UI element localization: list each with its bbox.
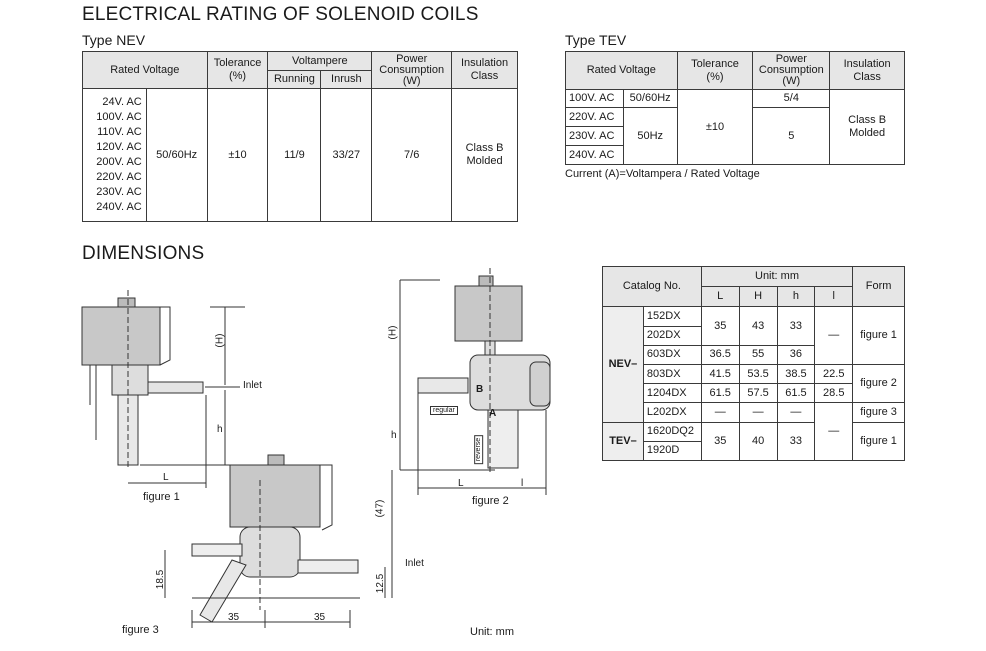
dim-header-h: h xyxy=(776,286,816,308)
dimensions-title: DIMENSIONS xyxy=(82,243,205,264)
dim-h: 36 xyxy=(776,344,816,365)
dim-H: 40 xyxy=(738,421,778,462)
tev-power: 5 xyxy=(752,107,831,165)
nev-frequency: 50/60Hz xyxy=(145,88,208,222)
figure3-dim-12-5: 12.5 xyxy=(375,573,387,594)
nev-voltage: 240V. AC xyxy=(96,201,142,213)
tev-current-note: Current (A)=Voltampera / Rated Voltage xyxy=(565,168,760,180)
nev-title: Type NEV xyxy=(82,32,146,48)
tev-voltage: 100V. AC xyxy=(565,89,624,108)
dim-L: 36.5 xyxy=(700,344,740,365)
nev-header-power: Power Consumption (W) xyxy=(371,51,453,89)
figure1-H-label: (H) xyxy=(214,333,226,348)
nev-tolerance: ±10 xyxy=(206,88,269,222)
dim-catalog: 152DX xyxy=(642,306,702,327)
dim-catalog: 603DX xyxy=(642,344,702,365)
dim-h: 33 xyxy=(776,421,816,462)
dim-L: 35 xyxy=(700,306,740,346)
dim-form: figure 1 xyxy=(852,421,905,462)
dim-form: figure 3 xyxy=(852,402,905,423)
figure3-dim-18-5: 18.5 xyxy=(155,569,167,590)
figure3-caption: figure 3 xyxy=(122,624,159,636)
figure3-dim-35-right: 35 xyxy=(314,612,326,623)
dim-header-L: L xyxy=(700,286,740,308)
nev-voltage: 120V. AC xyxy=(96,141,142,153)
dim-L: 61.5 xyxy=(700,383,740,404)
main-title: ELECTRICAL RATING OF SOLENOID COILS xyxy=(82,4,479,25)
tev-power: 5/4 xyxy=(752,89,831,108)
drawings-unit-note: Unit: mm xyxy=(470,626,514,638)
dim-catalog: 202DX xyxy=(642,325,702,346)
nev-voltage: 220V. AC xyxy=(96,171,142,183)
dim-catalog: 1620DQ2 xyxy=(642,421,702,442)
figure2-reverse-arrow: reverse xyxy=(474,434,484,465)
dim-header-catalog: Catalog No. xyxy=(602,265,702,308)
nev-running: 11/9 xyxy=(267,88,322,222)
tev-frequency: 50Hz xyxy=(622,107,678,165)
figure3-drawing xyxy=(164,454,393,628)
dim-header-l: l xyxy=(814,286,854,308)
dim-form: figure 1 xyxy=(852,306,905,365)
tev-header-insulation: Insulation Class xyxy=(829,51,905,90)
figure2-H-label: (H) xyxy=(387,325,399,340)
figure3-dim-47: (47) xyxy=(374,499,386,518)
dim-header-H: H xyxy=(738,286,778,308)
nev-voltage: 100V. AC xyxy=(96,111,142,123)
dim-form: figure 2 xyxy=(852,363,905,404)
dim-group-tev: TEV– xyxy=(602,421,644,462)
nev-header-rated-voltage: Rated Voltage xyxy=(82,51,208,89)
figure2-caption: figure 2 xyxy=(472,495,509,507)
figure2-port-a: A xyxy=(489,408,497,419)
dim-h: 33 xyxy=(776,306,816,346)
dim-H: 55 xyxy=(738,344,778,365)
nev-voltage: 200V. AC xyxy=(96,156,142,168)
nev-voltage: 110V. AC xyxy=(97,126,142,138)
nev-rating-table: Rated Voltage Tolerance (%) Voltampere P… xyxy=(82,51,518,222)
figure1-caption: figure 1 xyxy=(143,491,180,503)
tev-voltage: 230V. AC xyxy=(565,126,624,146)
tev-insulation: Class B Molded xyxy=(829,89,905,165)
figure2-drawing xyxy=(399,268,551,495)
dim-header-form: Form xyxy=(852,265,905,308)
tev-voltage: 240V. AC xyxy=(565,145,624,165)
dim-catalog: 803DX xyxy=(642,363,702,385)
tev-rating-table: Rated Voltage Tolerance (%) Power Consum… xyxy=(565,51,905,165)
dim-H: 53.5 xyxy=(738,363,778,385)
nev-power: 7/6 xyxy=(371,88,453,222)
nev-insulation: Class B Molded xyxy=(451,88,518,222)
dim-catalog: L202DX xyxy=(642,402,702,423)
figure2-L-label: L xyxy=(458,478,464,489)
figure2-l-label: l xyxy=(521,478,524,489)
figure2-port-b: B xyxy=(476,384,484,395)
nev-header-tolerance: Tolerance (%) xyxy=(206,51,269,89)
nev-voltage-list: 24V. AC 100V. AC 110V. AC 120V. AC 200V.… xyxy=(82,88,147,222)
figure1-inlet-label: Inlet xyxy=(243,380,262,391)
nev-voltage: 24V. AC xyxy=(102,96,142,108)
tev-frequency: 50/60Hz xyxy=(622,89,678,108)
figure1-drawing xyxy=(81,290,245,488)
figure2-regular-arrow: regular xyxy=(430,406,458,415)
dim-catalog: 1920D xyxy=(642,440,702,462)
figure1-L-label: L xyxy=(163,472,169,483)
figure2-h-label: h xyxy=(391,430,397,441)
tev-header-rated-voltage: Rated Voltage xyxy=(565,51,678,90)
figure3-inlet-label: Inlet xyxy=(405,558,424,569)
nev-voltage: 230V. AC xyxy=(96,186,142,198)
dim-H: 57.5 xyxy=(738,383,778,404)
dim-catalog: 1204DX xyxy=(642,383,702,404)
tev-title: Type TEV xyxy=(565,32,627,48)
dim-l: 22.5 xyxy=(814,363,854,385)
dim-l: 28.5 xyxy=(814,383,854,404)
figure3-dim-35-left: 35 xyxy=(228,612,240,623)
figure1-h-label: h xyxy=(217,424,223,435)
dimension-table: Catalog No. Unit: mm Form L H h l NEV– 1… xyxy=(602,265,905,462)
nev-header-running: Running xyxy=(267,70,322,89)
dim-L: 41.5 xyxy=(700,363,740,385)
